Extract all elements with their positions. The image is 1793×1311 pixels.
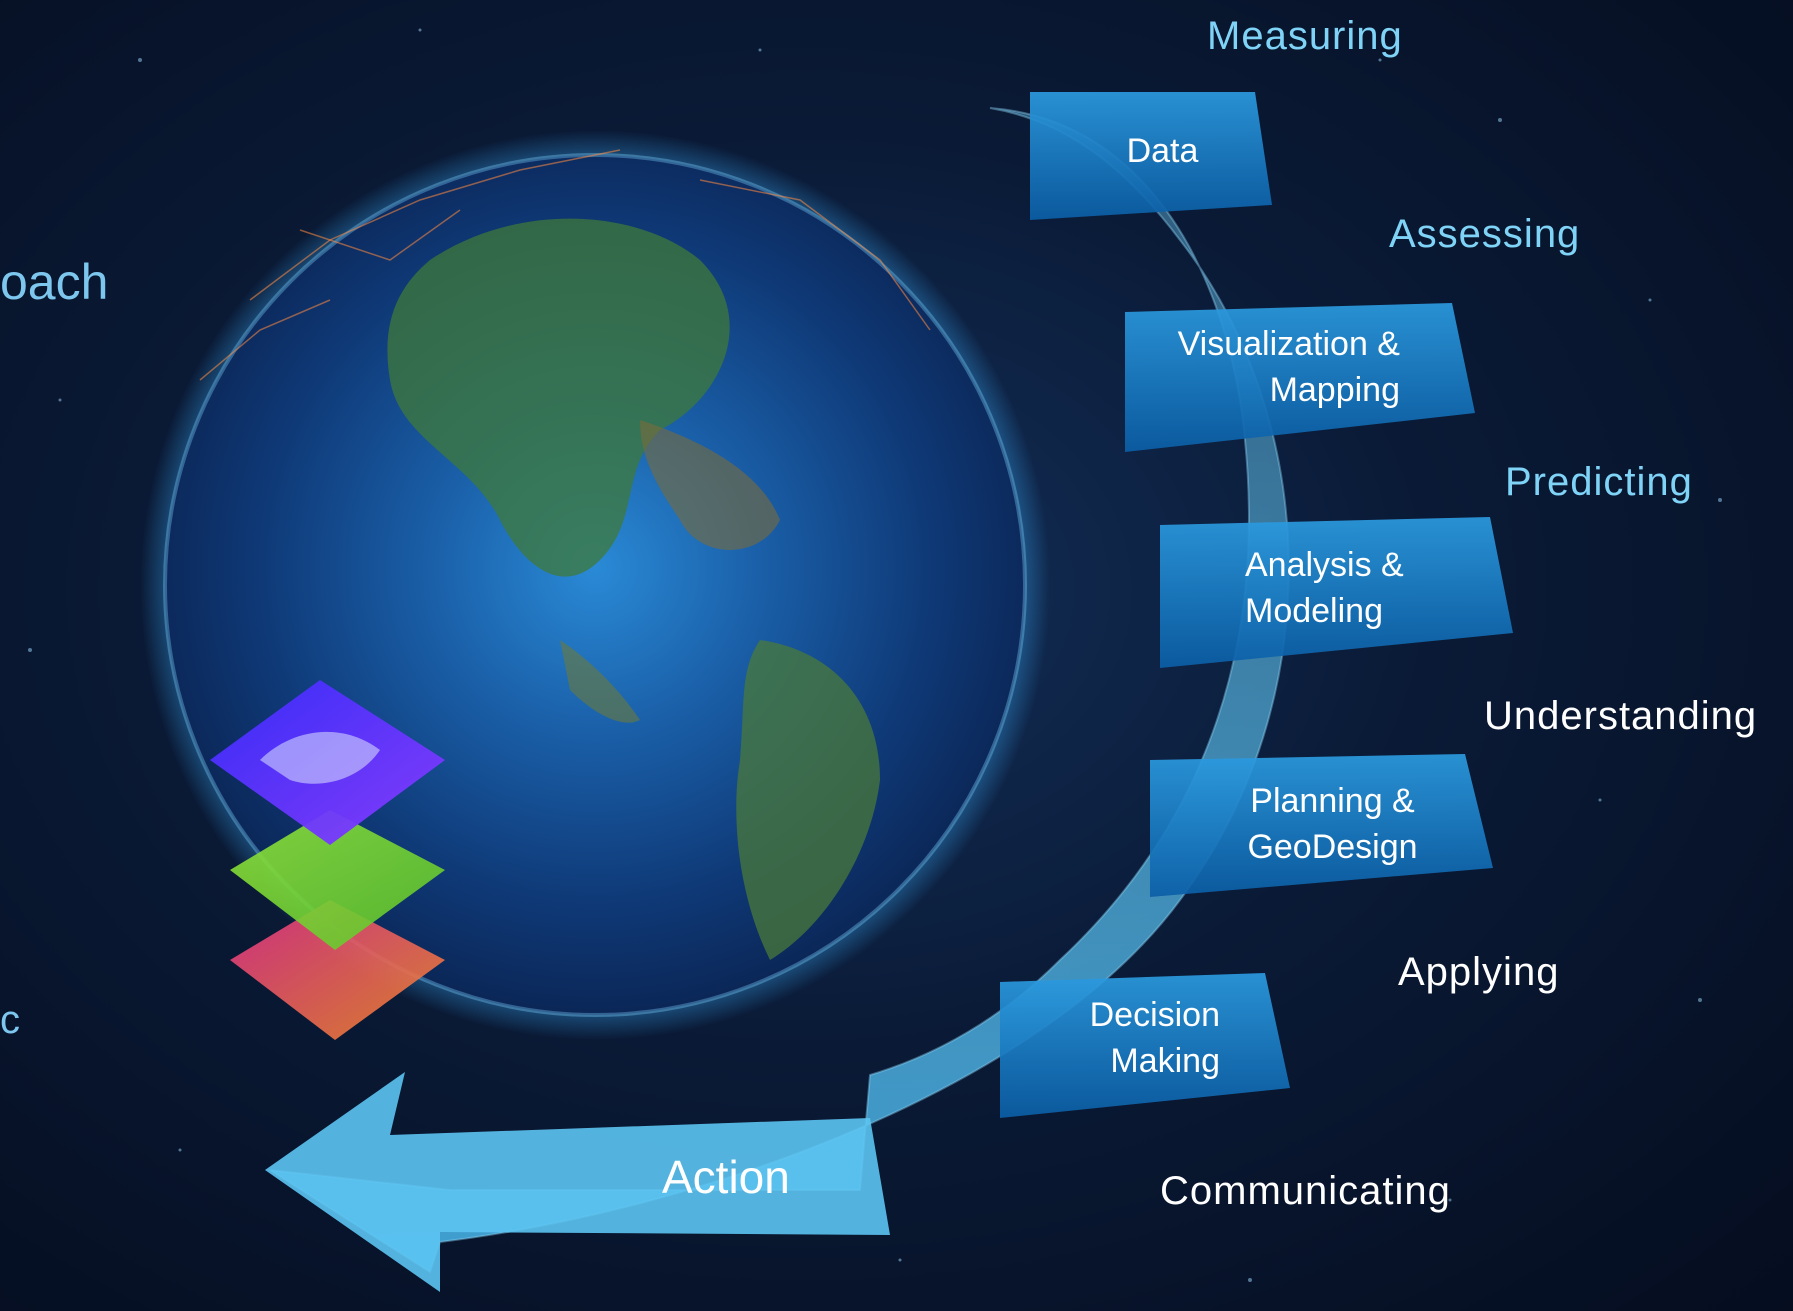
step-decision-label: Decision Making — [1050, 992, 1220, 1084]
map-layers — [210, 680, 445, 1040]
step-visualization-line2: Mapping — [1269, 371, 1400, 409]
verb-predicting: Predicting — [1505, 460, 1693, 504]
verb-measuring: Measuring — [1207, 14, 1403, 58]
banner-visualization — [1125, 303, 1475, 452]
background-stars — [28, 28, 1722, 1282]
cut-off-text: c — [0, 998, 20, 1042]
verb-communicating: Communicating — [1160, 1169, 1451, 1213]
step-planning-line1: Planning & — [1250, 782, 1415, 820]
step-analysis-label: Analysis & Modeling — [1245, 542, 1445, 634]
step-data-line1: Data — [1126, 132, 1199, 170]
banner-data — [1030, 92, 1272, 220]
step-planning-label: Planning & GeoDesign — [1220, 778, 1445, 870]
banner-planning — [1150, 754, 1493, 897]
cut-off-heading: oach — [0, 254, 109, 310]
step-analysis-line2: Modeling — [1245, 592, 1383, 630]
verb-assessing: Assessing — [1389, 212, 1581, 256]
verb-applying: Applying — [1398, 950, 1560, 994]
step-visualization-label: Visualization & Mapping — [1135, 321, 1400, 413]
step-decision-line2: Making — [1110, 1042, 1220, 1080]
action-label: Action — [662, 1151, 790, 1203]
step-data-label: Data — [1090, 128, 1235, 174]
step-visualization-line1: Visualization & — [1177, 325, 1400, 363]
banner-analysis — [1160, 517, 1513, 668]
step-banners — [1000, 92, 1513, 1118]
step-analysis-line1: Analysis & — [1245, 546, 1404, 584]
banner-decision — [1000, 973, 1290, 1118]
step-decision-line1: Decision — [1089, 996, 1220, 1034]
step-planning-line2: GeoDesign — [1247, 828, 1418, 866]
verb-understanding: Understanding — [1484, 694, 1758, 738]
